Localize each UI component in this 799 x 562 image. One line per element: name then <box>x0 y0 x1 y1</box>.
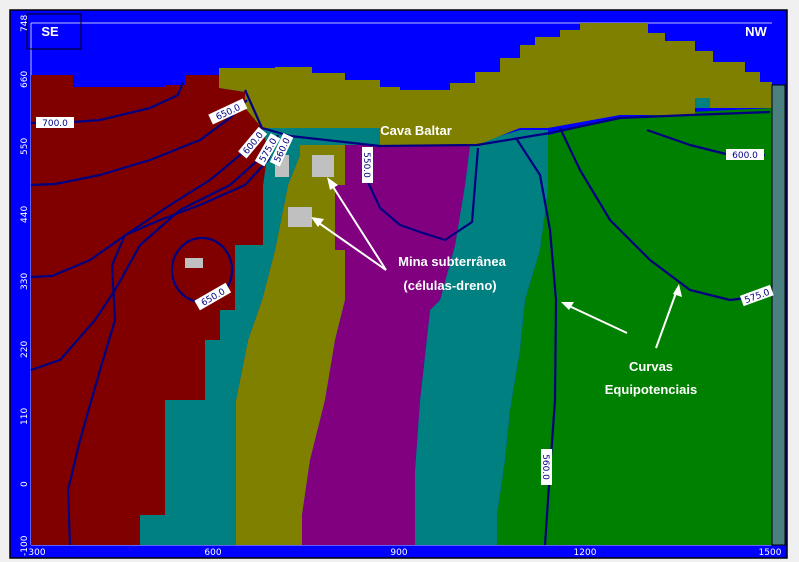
y-tick: -100 <box>20 535 30 556</box>
x-tick: 1500 <box>759 548 782 558</box>
curves-label-line2: Equipotenciais <box>605 382 697 397</box>
zone-purple <box>302 145 470 545</box>
contour-575-right <box>559 127 771 302</box>
y-tick: 220 <box>20 341 30 358</box>
svg-text:550.0: 550.0 <box>361 152 371 178</box>
drain-cell <box>185 258 203 268</box>
drain-cell <box>288 207 312 227</box>
y-tick: 0 <box>20 481 30 487</box>
y-tick: 330 <box>20 273 30 290</box>
pit-label: Cava Baltar <box>380 123 452 138</box>
se-box <box>26 13 82 50</box>
x-tick: 600 <box>204 548 221 558</box>
contour-575 <box>30 137 273 372</box>
contour-550 <box>365 147 480 242</box>
x-tick: 1200 <box>574 548 597 558</box>
svg-text:700.0: 700.0 <box>42 119 68 129</box>
direction-nw: NW <box>745 24 767 39</box>
svg-text:560.0: 560.0 <box>540 454 550 480</box>
zone-dark-red <box>31 75 268 545</box>
x-tick: 900 <box>390 548 407 558</box>
zone-green <box>497 108 772 545</box>
y-tick: 660 <box>20 71 30 88</box>
contour-560 <box>66 134 280 546</box>
contour-label: 700.0 <box>36 117 74 129</box>
contour-650 <box>30 99 248 187</box>
svg-text:600.0: 600.0 <box>732 151 758 161</box>
water-table <box>243 89 771 148</box>
y-tick: 110 <box>20 408 30 425</box>
mine-label-line1: Mina subterrânea <box>398 254 506 269</box>
drain-cell <box>312 155 334 177</box>
curves-label-line1: Curvas <box>629 359 673 374</box>
direction-se: SE <box>41 24 59 39</box>
mine-label-line2: (células-dreno) <box>403 278 496 293</box>
y-tick: 550 <box>20 138 30 155</box>
x-tick: 300 <box>28 548 45 558</box>
contour-600 <box>30 134 266 279</box>
contour-label: 550.0 <box>361 147 373 183</box>
arrow-icon <box>311 177 682 349</box>
contour-label: 600.0 <box>726 149 764 161</box>
y-tick: 440 <box>20 206 30 223</box>
zone-olive-left <box>236 145 345 545</box>
zone-teal-patch <box>695 98 710 108</box>
y-tick: 748 <box>20 15 30 32</box>
zone-teal-right <box>415 130 548 545</box>
zone-olive-cap <box>219 23 772 145</box>
zone-teal-under-cap <box>300 128 380 145</box>
contour-label: 560.0 <box>540 449 552 485</box>
boundary-column <box>771 84 786 546</box>
